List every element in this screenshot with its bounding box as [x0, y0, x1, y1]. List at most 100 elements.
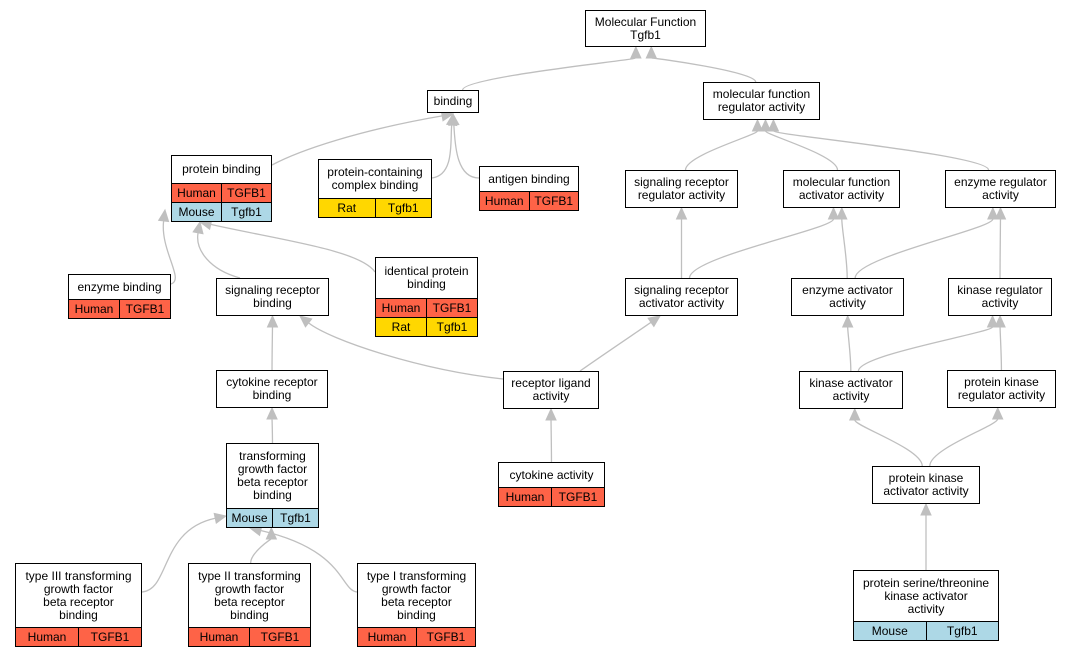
term-line: growth factor [381, 581, 452, 596]
arrowhead-sraa-to-srra [675, 206, 688, 220]
term-line: protein kinase [888, 471, 964, 485]
term-label: antigen binding [480, 167, 578, 191]
term-line: activator activity [638, 296, 725, 310]
term-line: regulator activity [717, 100, 806, 114]
term-line: binding [253, 488, 292, 502]
term-line: cytokine activity [509, 467, 594, 482]
species-cell: Mouse [231, 510, 268, 525]
edge-eaa-to-era [854, 218, 994, 279]
term-label: binding [428, 91, 478, 112]
edge-srb-to-pb [197, 232, 241, 279]
term-line: antigen binding [488, 171, 570, 186]
term-line: activity [829, 296, 866, 310]
term-line: activity [982, 188, 1019, 202]
edge-pkaa-to-kaa [854, 419, 923, 467]
term-line: cytokine receptor [226, 375, 318, 389]
term-line: receptor ligand [511, 376, 591, 390]
go-term-node-binding[interactable]: binding [427, 90, 479, 113]
species-cell: Rat [337, 200, 357, 215]
arrowhead-crb-to-srb [266, 314, 279, 328]
edge-t1-to-tgfbrb [260, 529, 358, 593]
arrowhead-t3-to-tgfbrb [213, 512, 228, 525]
species-cell: Mouse [871, 623, 908, 638]
term-label: cytokine activity [499, 463, 604, 487]
term-line: growth factor [237, 462, 308, 476]
term-line: protein binding [182, 162, 261, 176]
term-line: activator activity [798, 188, 885, 202]
edge-mfra-to-mf [650, 57, 757, 83]
gene-cell: Tgfb1 [272, 509, 318, 527]
term-line: kinase regulator [957, 283, 1043, 297]
arrowhead-kaa-to-kra [986, 314, 999, 328]
term-line: Molecular Function [594, 14, 697, 29]
species-cell: Human [27, 629, 67, 644]
gene-cell: TGFB1 [249, 628, 310, 646]
annotation-row-mouse: Mouse Tgfb1 [227, 508, 318, 527]
term-line: beta receptor [237, 475, 308, 489]
term-line: binding [253, 296, 292, 310]
term-line: activator activity [883, 484, 969, 498]
species-cell: Human [381, 300, 421, 315]
gene-cell: TGFB1 [551, 488, 604, 506]
edge-kaa-to-eaa [847, 326, 852, 372]
edge-ipb-to-pb [210, 223, 376, 273]
arrowhead-srra-to-mfra [751, 118, 764, 132]
term-line: binding [59, 607, 98, 622]
term-line: enzyme activator [802, 283, 893, 297]
term-label: protein binding [172, 156, 271, 183]
arrowhead-mfra-to-mf [645, 45, 658, 59]
term-line: binding [252, 388, 292, 402]
term-line: type II transforming [198, 568, 301, 583]
term-line: activity [532, 389, 570, 403]
term-line: type I transforming [366, 568, 467, 583]
term-line: beta receptor [381, 594, 452, 609]
term-line: binding [230, 607, 269, 622]
term-line: activity [832, 389, 870, 403]
edge-t2-to-tgfbrb [250, 538, 272, 564]
term-line: kinase activator [809, 376, 893, 390]
edge-rla-to-sraa [579, 321, 652, 372]
term-line: enzyme binding [77, 279, 162, 294]
edge-pccb-to-binding [431, 124, 453, 179]
term-line: signaling receptor [634, 283, 729, 297]
term-line: kinase activator [884, 588, 968, 603]
arrowhead-mfaa-to-mfra [759, 118, 772, 132]
